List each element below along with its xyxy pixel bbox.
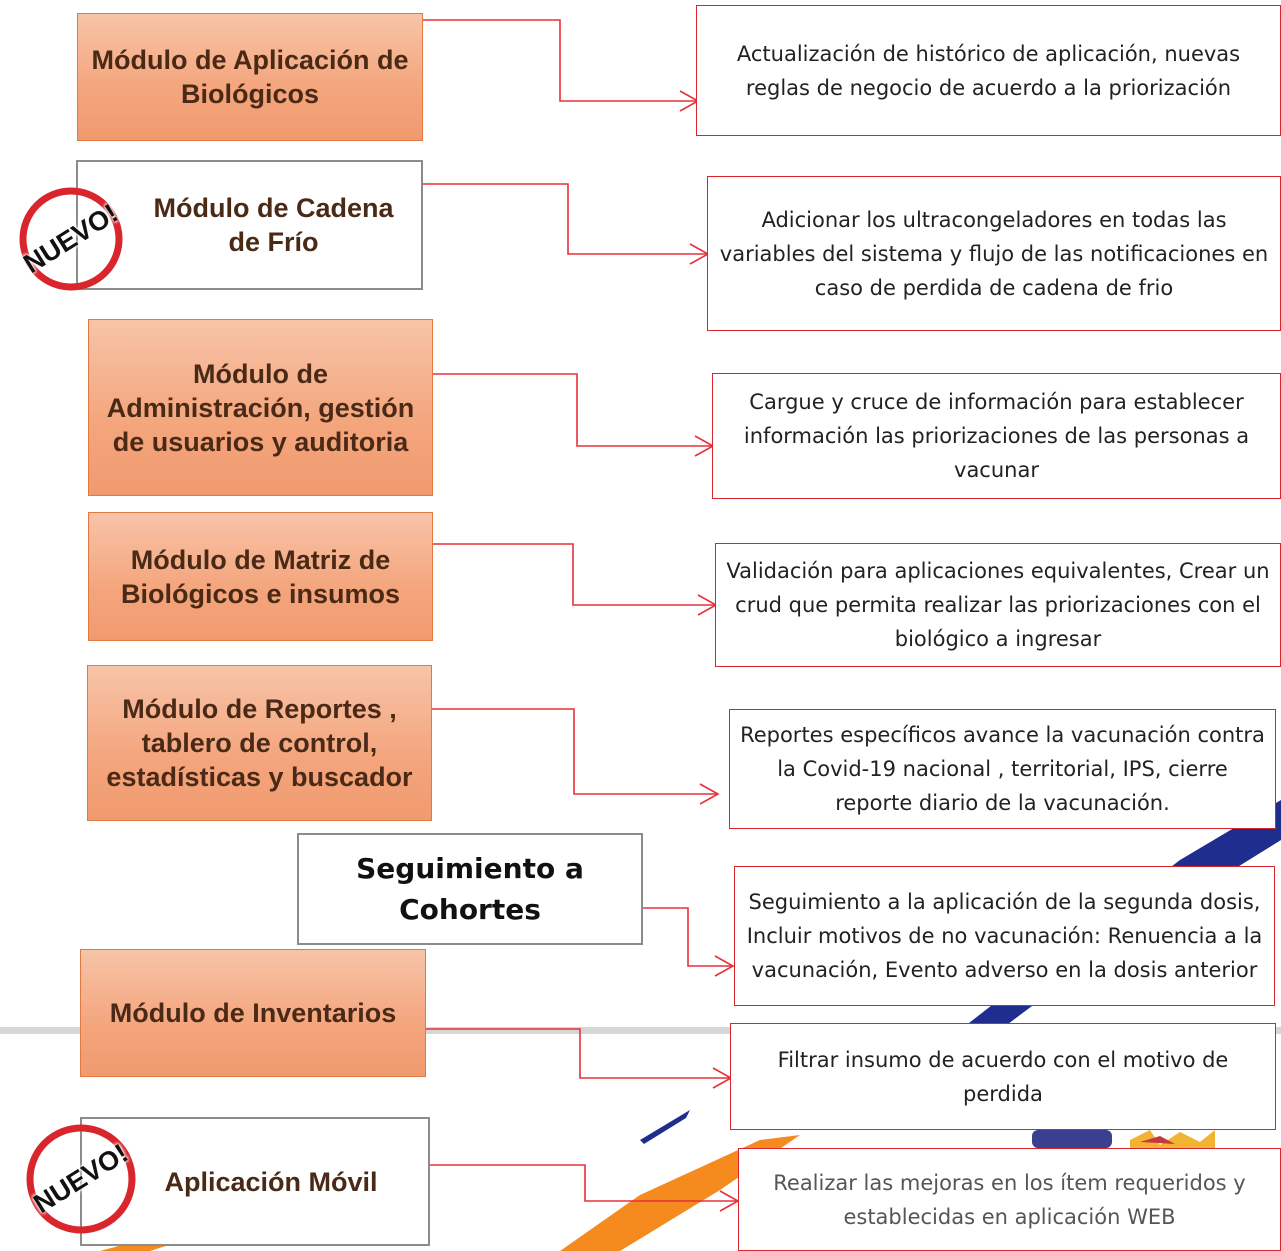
module-seguimiento-cohortes: Seguimiento a Cohortes: [297, 833, 643, 945]
arrowhead-8: [719, 1190, 740, 1212]
badge-ring-icon: [26, 1124, 136, 1234]
module-label: Módulo de Inventarios: [109, 998, 397, 1028]
blue-accent-shape: [640, 1110, 690, 1144]
arrowhead-2: [689, 243, 710, 265]
description-text: Actualización de histórico de aplicación…: [736, 41, 1241, 100]
description-aplicacion-movil: Realizar las mejoras en los ítem requeri…: [738, 1148, 1281, 1251]
module-aplicacion-movil: Aplicación Móvil: [80, 1117, 430, 1246]
description-text: Validación para aplicaciones equivalente…: [726, 559, 1270, 651]
connector-3: [433, 373, 713, 447]
description-aplicacion-biologicos: Actualización de histórico de aplicación…: [696, 5, 1281, 136]
description-text: Seguimiento a la aplicación de la segund…: [746, 890, 1263, 982]
connector-2: [423, 183, 708, 255]
description-text: Reportes específicos avance la vacunació…: [740, 723, 1265, 815]
description-inventarios: Filtrar insumo de acuerdo con el motivo …: [730, 1023, 1276, 1130]
connector-4: [433, 543, 716, 606]
module-label: Aplicación Móvil: [164, 1166, 378, 1197]
module-matriz-biologicos: Módulo de Matriz de Biológicos e insumos: [88, 512, 433, 641]
description-reportes: Reportes específicos avance la vacunació…: [729, 709, 1276, 829]
module-aplicacion-biologicos: Módulo de Aplicación de Biológicos: [77, 13, 423, 141]
description-text: Cargue y cruce de información para estab…: [743, 390, 1250, 482]
module-label: Módulo de Cadena de Frío: [153, 193, 394, 257]
connector-6: [643, 907, 733, 967]
arrowhead-5: [699, 783, 720, 805]
connector-5: [430, 708, 718, 795]
module-reportes: Módulo de Reportes , tablero de control,…: [87, 665, 432, 821]
module-administracion: Módulo de Administración, gestión de usu…: [88, 319, 433, 496]
module-label: Módulo de Reportes , tablero de control,…: [106, 694, 413, 792]
description-matriz-biologicos: Validación para aplicaciones equivalente…: [715, 543, 1281, 667]
module-cadena-frio: Módulo de Cadena de Frío: [76, 160, 423, 290]
description-seguimiento-cohortes: Seguimiento a la aplicación de la segund…: [734, 866, 1275, 1006]
module-label: Módulo de Administración, gestión de usu…: [106, 358, 415, 457]
description-administracion: Cargue y cruce de información para estab…: [712, 373, 1281, 499]
arrowhead-6: [714, 955, 735, 977]
description-text: Realizar las mejoras en los ítem requeri…: [773, 1171, 1246, 1229]
arrowhead-7: [712, 1067, 733, 1089]
badge-ring-icon: [19, 187, 123, 291]
nuevo-badge: NUEVO!: [25, 1123, 137, 1235]
nuevo-badge: NUEVO!: [18, 186, 124, 292]
module-label: Seguimiento a Cohortes: [356, 852, 584, 926]
description-text: Adicionar los ultracongeladores en todas…: [719, 207, 1269, 300]
module-label: Módulo de Matriz de Biológicos e insumos: [120, 544, 401, 609]
connector-7: [426, 1028, 731, 1079]
module-label: Módulo de Aplicación de Biológicos: [91, 45, 409, 109]
emblem-shape: [1032, 1130, 1215, 1148]
connector-1: [423, 19, 697, 102]
arrowhead-4: [697, 594, 718, 616]
description-text: Filtrar insumo de acuerdo con el motivo …: [777, 1047, 1229, 1106]
arrowhead-3: [694, 435, 715, 457]
description-cadena-frio: Adicionar los ultracongeladores en todas…: [707, 176, 1281, 331]
module-inventarios: Módulo de Inventarios: [80, 949, 426, 1077]
connector-8: [430, 1164, 738, 1202]
